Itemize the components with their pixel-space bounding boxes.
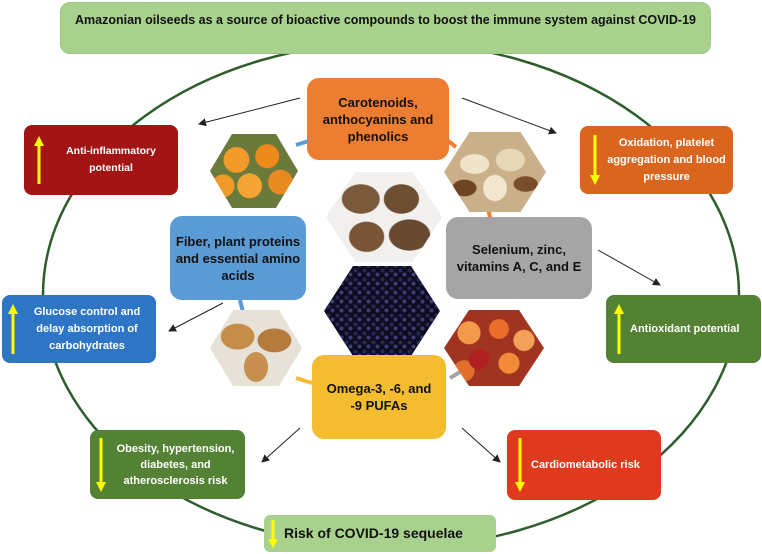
antioxidant-box: Antioxidant potential: [606, 295, 761, 363]
minerals-label: Selenium, zinc, vitamins A, C, and E: [456, 242, 582, 274]
pufas-box: Omega-3, -6, and -9 PUFAs: [312, 355, 446, 439]
up-arrow-icon: [8, 304, 18, 354]
arrows: [168, 97, 661, 463]
carotenoids-box: Carotenoids, anthocyanins and phenolics: [307, 78, 449, 160]
down-arrow-icon: [268, 519, 278, 548]
cardiometabolic-box: Cardiometabolic risk: [507, 430, 661, 500]
glucose-label: Glucose control and delay absorption of …: [33, 305, 141, 352]
fiber-label: Fiber, plant proteins and essential amin…: [175, 233, 301, 283]
minerals-box: Selenium, zinc, vitamins A, C, and E: [446, 217, 592, 299]
acai-berries-image: [324, 266, 440, 356]
title-text: Amazonian oilseeds as a source of bioact…: [75, 13, 696, 27]
oxidation-box: Oxidation, platelet aggregation and bloo…: [580, 126, 733, 194]
cardiometabolic-label: Cardiometabolic risk: [531, 458, 640, 471]
obesity-label: Obesity, hypertension, diabetes, and ath…: [116, 442, 235, 487]
fiber-box: Fiber, plant proteins and essential amin…: [170, 216, 306, 300]
up-arrow-icon: [614, 304, 624, 354]
obesity-box: Obesity, hypertension, diabetes, and ath…: [90, 430, 245, 499]
seed-kernels-image: [326, 172, 442, 262]
glucose-box: Glucose control and delay absorption of …: [2, 295, 156, 363]
anti-inflammatory-label: Anti-inflammatory potential: [66, 145, 156, 174]
down-arrow-icon: [515, 438, 525, 492]
carotenoids-label: Carotenoids, anthocyanins and phenolics: [322, 94, 434, 144]
title-banner: Amazonian oilseeds as a source of bioact…: [60, 2, 711, 54]
down-arrow-icon: [96, 437, 106, 492]
oxidation-label: Oxidation, platelet aggregation and bloo…: [607, 136, 726, 183]
anti-inflammatory-box: Anti-inflammatory potential: [24, 125, 178, 195]
up-arrow-icon: [34, 136, 44, 184]
covid-sequelae-box: Risk of COVID-19 sequelae: [264, 515, 496, 552]
down-arrow-icon: [590, 135, 600, 185]
pufas-label: Omega-3, -6, and -9 PUFAs: [326, 381, 432, 413]
antioxidant-label: Antioxidant potential: [630, 322, 740, 335]
covid-sequelae-label: Risk of COVID-19 sequelae: [284, 525, 463, 541]
